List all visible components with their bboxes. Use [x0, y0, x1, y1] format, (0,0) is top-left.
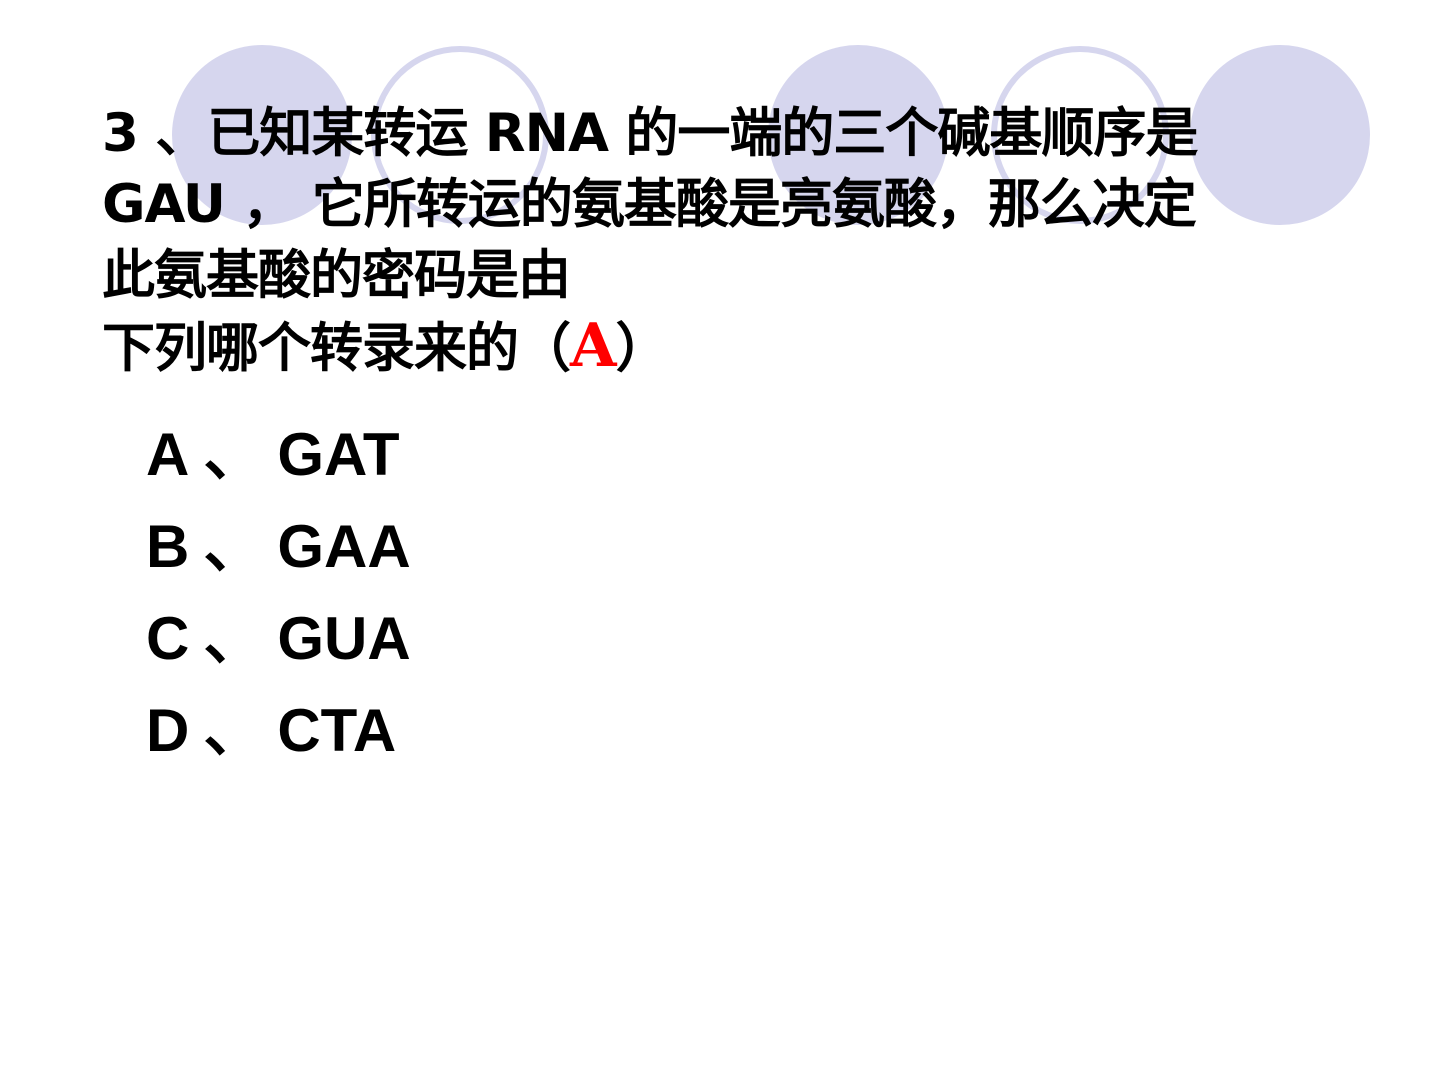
option-c: C、GUA	[146, 604, 411, 696]
option-separator: 、	[203, 421, 264, 488]
option-value: GAA	[277, 513, 411, 580]
decor-circle-outline-1	[371, 46, 549, 224]
option-d: D、CTA	[146, 696, 411, 788]
option-letter: B	[146, 513, 190, 580]
decor-circle-outline-2	[991, 46, 1169, 224]
decor-circle-filled-2	[768, 45, 948, 225]
question-line-4-prefix: 下列哪个转录来的（	[102, 318, 571, 379]
option-separator: 、	[203, 513, 264, 580]
question-text: 3 、已知某转运 RNA 的一端的三个碱基顺序是 GAU ， 它所转运的氨基酸是…	[102, 98, 1362, 384]
question-line-4: 下列哪个转录来的（A）	[102, 311, 1362, 384]
options-list: A、GAT B、GAA C、GUA D、CTA	[146, 420, 411, 788]
question-line-1: 3 、已知某转运 RNA 的一端的三个碱基顺序是	[102, 103, 1198, 164]
option-value: CTA	[277, 697, 397, 764]
option-a: A、GAT	[146, 420, 411, 512]
answer-mark: A	[570, 311, 617, 381]
option-b: B、GAA	[146, 512, 411, 604]
option-value: GUA	[277, 605, 411, 672]
option-letter: A	[146, 421, 190, 488]
option-separator: 、	[203, 697, 264, 764]
question-line-3: 此氨基酸的密码是由	[102, 245, 571, 306]
decor-circle-filled-3	[1190, 45, 1370, 225]
question-line-4-suffix: ）	[615, 318, 669, 379]
option-letter: D	[146, 697, 190, 764]
option-separator: 、	[203, 605, 264, 672]
option-value: GAT	[277, 421, 400, 488]
decor-circle-filled-1	[172, 45, 352, 225]
question-line-2: GAU ， 它所转运的氨基酸是亮氨酸，那么决定	[102, 174, 1197, 235]
option-letter: C	[146, 605, 190, 672]
